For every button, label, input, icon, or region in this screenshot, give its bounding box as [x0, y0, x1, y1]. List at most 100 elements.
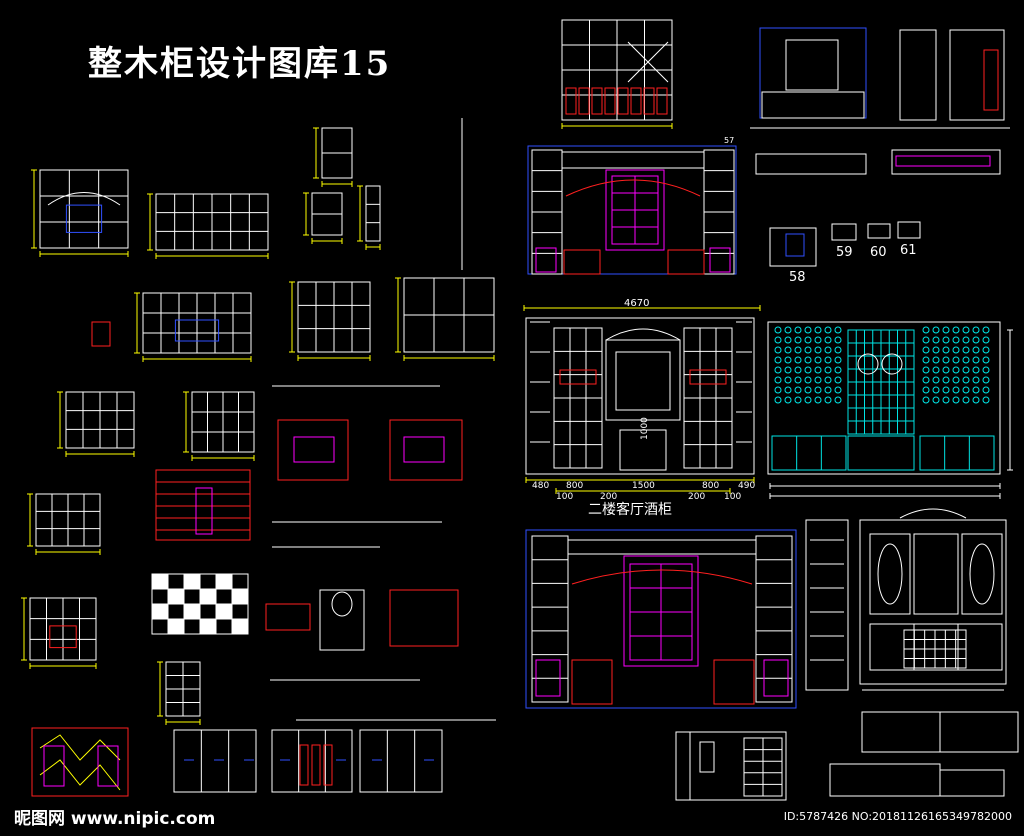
dim-480: 480 [532, 481, 550, 491]
bottle-slot [952, 366, 960, 374]
bottle-slot [932, 336, 940, 344]
cabinet-accent [65, 204, 103, 233]
bottle-slot [972, 396, 980, 404]
bottle-slot [774, 396, 782, 404]
arch [571, 569, 753, 585]
door-panel [869, 533, 911, 615]
pattern-cabinet [31, 727, 129, 797]
bottle-slot [952, 346, 960, 354]
lower-doors [869, 623, 1003, 671]
mirror-unit [319, 589, 365, 651]
bottle-slot [774, 346, 782, 354]
bottle-slot [804, 356, 812, 364]
bottle-slot [784, 386, 792, 394]
bottle-slot [784, 396, 792, 404]
bottle-slot [922, 336, 930, 344]
bottle-slot [932, 356, 940, 364]
checker-cell [232, 589, 248, 604]
bottle-slot [962, 386, 970, 394]
bottle-slot [962, 346, 970, 354]
chair [563, 249, 601, 275]
side-elevation [805, 519, 849, 691]
bottle-slot [982, 346, 990, 354]
red-door-panel [630, 87, 642, 115]
checker-cell [168, 589, 184, 604]
bottle-slot [814, 346, 822, 354]
center-panel [605, 339, 681, 421]
checker-cell [200, 589, 216, 604]
checker-cell [232, 619, 248, 634]
bottle-slot [784, 366, 792, 374]
bottle-row [689, 369, 727, 385]
small-cabinet [91, 321, 111, 347]
bottle-slot [972, 366, 980, 374]
crown [899, 508, 967, 519]
bottle-slot [942, 326, 950, 334]
bottle-slot [972, 376, 980, 384]
bottle-slot [834, 336, 842, 344]
tv-cabinet [389, 419, 463, 481]
side-detail [983, 49, 999, 111]
bottle-slot [982, 326, 990, 334]
bottle-slot [922, 386, 930, 394]
bottle-slot [972, 346, 980, 354]
cabinet-accent [174, 319, 220, 342]
tv-screen [293, 436, 335, 463]
bottle-slot [784, 346, 792, 354]
wine-cabinet-caption: 二楼客厅酒柜 [588, 502, 672, 518]
detail-58-box [769, 227, 817, 267]
display-cabinet [155, 469, 251, 541]
bottle-slot [794, 356, 802, 364]
door-cabinet [173, 729, 257, 793]
cabinet-accent [49, 625, 77, 649]
detail-59-box [831, 223, 857, 241]
bottle-slot [982, 356, 990, 364]
red-strip [299, 744, 309, 786]
bottle-slot [774, 356, 782, 364]
wine-wall-outline [767, 321, 1001, 475]
watermark-id: ID:5787426 NO:20181126165349782000 [783, 810, 1012, 823]
bottle-slot [952, 326, 960, 334]
bottle-slot [804, 346, 812, 354]
detail-60: 60 [870, 245, 887, 260]
lattice-column [531, 535, 569, 703]
counter [829, 763, 941, 797]
european-cabinet [859, 519, 1007, 685]
side-section [899, 29, 937, 121]
bottle-slot [834, 376, 842, 384]
dim-800-right: 800 [702, 481, 720, 491]
arch [565, 179, 701, 197]
niche [195, 487, 213, 535]
tv-cabinet [277, 419, 349, 481]
bottle-slot [982, 396, 990, 404]
door-panel [961, 533, 1003, 615]
bottle-slot [774, 326, 782, 334]
bottle-slot [794, 376, 802, 384]
bottle-slot [942, 366, 950, 374]
bottle-slot [942, 376, 950, 384]
bottle-slot [814, 376, 822, 384]
fireplace-frame [759, 27, 867, 119]
bottle-slot [804, 376, 812, 384]
counter-end [939, 769, 1005, 797]
pattern-panel [43, 745, 65, 787]
vase [763, 659, 789, 697]
checker-cell [216, 604, 232, 619]
bottle-slot [824, 336, 832, 344]
bottle-slot [972, 356, 980, 364]
red-door-panel [643, 87, 655, 115]
bottle-slot [814, 356, 822, 364]
bottle-slot [942, 336, 950, 344]
checker-cell [216, 574, 232, 589]
detail-58-part [785, 233, 805, 257]
watermark-site: 昵图网 www.nipic.com [14, 809, 216, 829]
dim-1000-vertical: 1000 [640, 417, 650, 440]
bottle-slot [972, 336, 980, 344]
bottle-slot [794, 326, 802, 334]
bottle-slot [824, 356, 832, 364]
checker-cell [184, 574, 200, 589]
bottle-slot [804, 366, 812, 374]
dim-200-left: 200 [600, 492, 618, 502]
bottle-slot [774, 376, 782, 384]
